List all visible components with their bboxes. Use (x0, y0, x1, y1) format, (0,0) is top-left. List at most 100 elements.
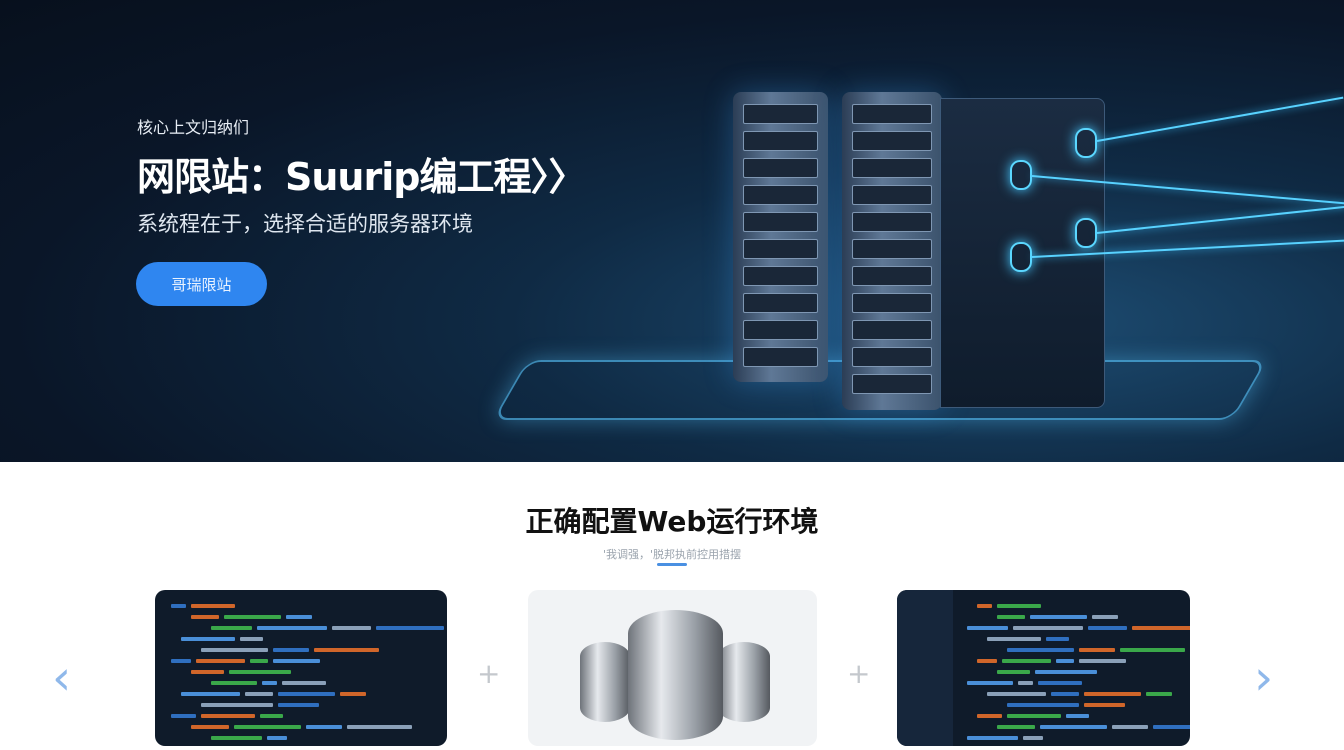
code-line (171, 615, 431, 619)
database-icon (718, 642, 770, 722)
port-glow-icon (1075, 218, 1097, 248)
code-token (171, 714, 196, 718)
code-token (267, 736, 287, 740)
code-token (278, 692, 335, 696)
rack-unit (743, 293, 818, 313)
rack-unit (743, 131, 818, 151)
section-title: 正确配置Web运行环境 (525, 505, 819, 538)
rack-unit (852, 320, 932, 340)
carousel-card-code-editor[interactable] (155, 590, 447, 746)
code-token (1007, 703, 1079, 707)
code-token (234, 725, 301, 729)
code-line (967, 725, 1190, 729)
code-line (967, 670, 1174, 674)
code-token (1018, 681, 1033, 685)
code-token (1013, 626, 1083, 630)
chevron-right-icon[interactable]: › (1254, 650, 1274, 706)
chevron-left-icon[interactable]: ‹ (52, 650, 72, 706)
code-token (273, 648, 309, 652)
code-token (1120, 648, 1185, 652)
code-token (286, 615, 312, 619)
hero-cta-button[interactable]: 哥瑞限站 (136, 262, 267, 306)
code-token (191, 725, 229, 729)
code-line (967, 714, 1174, 718)
code-token (997, 725, 1035, 729)
code-line (967, 648, 1185, 652)
code-token (340, 692, 366, 696)
code-token (967, 681, 1013, 685)
rack-unit (852, 104, 932, 124)
code-token (191, 604, 235, 608)
section-subtitle: '我调强，'脱邦执前控用措摆 (602, 548, 742, 561)
code-token (347, 725, 412, 729)
rack-unit (852, 347, 932, 367)
database-icon (628, 610, 723, 740)
rack-unit (852, 374, 932, 394)
code-token (245, 692, 273, 696)
code-token (1084, 692, 1141, 696)
rack-unit (743, 239, 818, 259)
code-token (229, 670, 291, 674)
carousel-card-ide[interactable] (897, 590, 1190, 746)
port-glow-icon (1010, 242, 1032, 272)
code-token (987, 692, 1046, 696)
rack-unit (852, 239, 932, 259)
code-token (201, 703, 273, 707)
code-line (171, 736, 431, 740)
code-line (967, 681, 1174, 685)
code-token (1007, 714, 1061, 718)
code-token (967, 736, 1018, 740)
code-line (171, 648, 431, 652)
section-underline (657, 563, 687, 566)
code-token (1023, 736, 1043, 740)
rack-unit (852, 293, 932, 313)
plus-separator: + (847, 657, 871, 690)
code-line (967, 626, 1190, 630)
hero-banner: 核心上文归纳们 网限站：Suu​rip编工程〉〉 系统程在于，选择合适的服务器环… (0, 0, 1344, 462)
rack-unit (743, 212, 818, 232)
code-token (1007, 648, 1074, 652)
carousel-card-database[interactable] (528, 590, 817, 746)
code-token (201, 714, 255, 718)
code-token (191, 615, 219, 619)
code-token (977, 604, 992, 608)
hero-eyebrow: 核心上文归纳们 (137, 118, 250, 137)
code-line (171, 670, 431, 674)
code-line (171, 604, 431, 608)
code-token (1153, 725, 1190, 729)
code-token (332, 626, 371, 630)
code-line (967, 615, 1174, 619)
code-token (1112, 725, 1148, 729)
code-token (262, 681, 277, 685)
rack-unit (743, 266, 818, 286)
rack-unit (852, 185, 932, 205)
code-token (211, 626, 252, 630)
rack-unit (743, 185, 818, 205)
code-token (240, 637, 263, 641)
code-token (997, 615, 1025, 619)
code-token (260, 714, 283, 718)
code-token (1066, 714, 1089, 718)
cable (1096, 96, 1344, 142)
code-token (171, 604, 186, 608)
code-line (171, 659, 431, 663)
code-token (181, 692, 240, 696)
code-token (1146, 692, 1172, 696)
code-line (171, 626, 444, 630)
rack-unit (852, 266, 932, 286)
code-token (1079, 648, 1115, 652)
plus-separator: + (477, 657, 501, 690)
code-line (171, 637, 431, 641)
code-token (1002, 659, 1051, 663)
code-token (1030, 615, 1087, 619)
rack-unit (743, 347, 818, 367)
rack-unit (852, 131, 932, 151)
code-line (967, 659, 1174, 663)
code-token (201, 648, 268, 652)
code-token (1046, 637, 1069, 641)
rack-unit (852, 212, 932, 232)
code-line (967, 604, 1174, 608)
code-line (967, 637, 1174, 641)
code-line (171, 725, 431, 729)
code-line (171, 681, 431, 685)
